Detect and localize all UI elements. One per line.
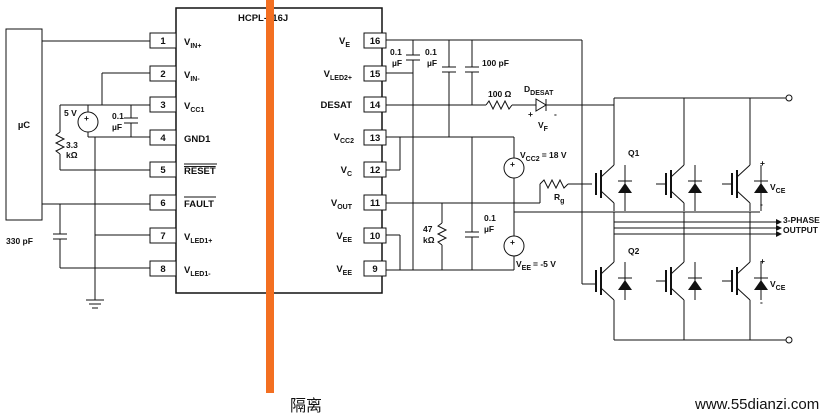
pin-fault-label: FAULT [184, 199, 214, 210]
q2-label: Q2 [628, 246, 640, 256]
res-100-label: 100 Ω [488, 89, 512, 99]
diode-desat-label: DDESAT [524, 84, 554, 97]
pin-desat-label: DESAT [321, 100, 353, 111]
pin-9-number: 9 [372, 264, 377, 275]
pin-2-number: 2 [160, 69, 165, 80]
pin-14-number: 14 [370, 100, 381, 111]
ic-part-number: HCPL-316J [238, 13, 288, 24]
svg-text:-: - [760, 199, 763, 209]
pin-vled1-plus-label: VLED1+ [184, 232, 212, 245]
cap-100pf-label: 100 pF [482, 58, 509, 68]
igbt-bottom-row [582, 261, 768, 301]
right-wiring: + + [386, 39, 793, 344]
pin-16-number: 16 [370, 36, 381, 47]
right-pin-boxes [363, 32, 387, 277]
vf-label: VF [538, 120, 549, 133]
pin-10-number: 10 [370, 231, 381, 242]
pin-ve-label: VE [339, 36, 350, 49]
res-33k-unit: kΩ [66, 150, 78, 160]
cap-top1-unit: µF [392, 58, 402, 68]
pin-6-number: 6 [160, 198, 165, 209]
output-label-line2: OUTPUT [783, 225, 819, 235]
cap-mid-unit: µF [484, 224, 494, 234]
cap-left-value: 0.1 [112, 111, 124, 121]
res-47k-value: 47 [423, 224, 433, 234]
pin-13-number: 13 [370, 133, 381, 144]
svg-text:+: + [510, 237, 515, 247]
pin-7-number: 7 [160, 231, 165, 242]
svg-text:+: + [760, 158, 765, 168]
cap-top2-value: 0.1 [425, 47, 437, 57]
pin-1-number: 1 [160, 36, 166, 47]
pin-reset-label: RESET [184, 166, 216, 177]
pin-vee-10-label: VEE [336, 231, 352, 244]
pin-vc-label: VC [341, 165, 352, 178]
svg-text:-: - [554, 109, 557, 119]
pin-11-number: 11 [370, 198, 381, 209]
pin-15-number: 15 [370, 69, 381, 80]
vce-top-label: VCE [770, 182, 786, 195]
cap-top1-value: 0.1 [390, 47, 402, 57]
source-5v-label: 5 V [64, 108, 77, 118]
cap-mid-value: 0.1 [484, 213, 496, 223]
cap-330pf-label: 330 pF [6, 236, 33, 246]
output-label-line1: 3-PHASE [783, 215, 820, 225]
left-wiring: + [42, 40, 150, 309]
pin-3-number: 3 [160, 100, 165, 111]
pin-vled2-plus-label: VLED2+ [324, 69, 352, 82]
left-pin-boxes [149, 32, 177, 277]
svg-text:+: + [84, 113, 89, 123]
igbt-top-row [595, 163, 768, 211]
pin-vin-plus-label: VIN+ [184, 37, 201, 50]
pin-vcc1-label: VCC1 [184, 101, 204, 114]
isolation-label: 隔离 [290, 397, 322, 415]
pin-gnd1-label: GND1 [184, 134, 211, 145]
pin-vee-9-label: VEE [336, 264, 352, 277]
svg-text:+: + [760, 256, 765, 266]
pin-vled1-minus-label: VLED1- [184, 265, 211, 278]
pin-4-number: 4 [160, 133, 166, 144]
cap-top2-unit: µF [427, 58, 437, 68]
mcu-label: µC [18, 120, 30, 131]
res-33k-value: 3.3 [66, 140, 78, 150]
vce-bottom-label: VCE [770, 279, 786, 292]
cap-left-unit: µF [112, 122, 122, 132]
svg-text:+: + [510, 159, 515, 169]
pin-5-number: 5 [160, 165, 166, 176]
optocoupler-ic: HCPL-316J [175, 7, 383, 294]
vcc2-label: VCC2= 18 V [520, 150, 567, 163]
res-47k-unit: kΩ [423, 235, 435, 245]
rg-label: Rg [554, 192, 564, 205]
pin-12-number: 12 [370, 165, 381, 176]
svg-text:+: + [528, 109, 533, 119]
q1-label: Q1 [628, 148, 640, 158]
pin-vin-minus-label: VIN- [184, 70, 200, 83]
svg-text:-: - [760, 297, 763, 307]
vee-label: VEE= -5 V [516, 259, 556, 272]
pin-8-number: 8 [160, 264, 165, 275]
watermark: www.55dianzi.com [694, 396, 819, 413]
pin-vcc2-label: VCC2 [334, 132, 354, 145]
pin-vout-label: VOUT [331, 198, 353, 211]
microcontroller: µC [5, 28, 43, 221]
isolation-bar [266, 0, 274, 393]
